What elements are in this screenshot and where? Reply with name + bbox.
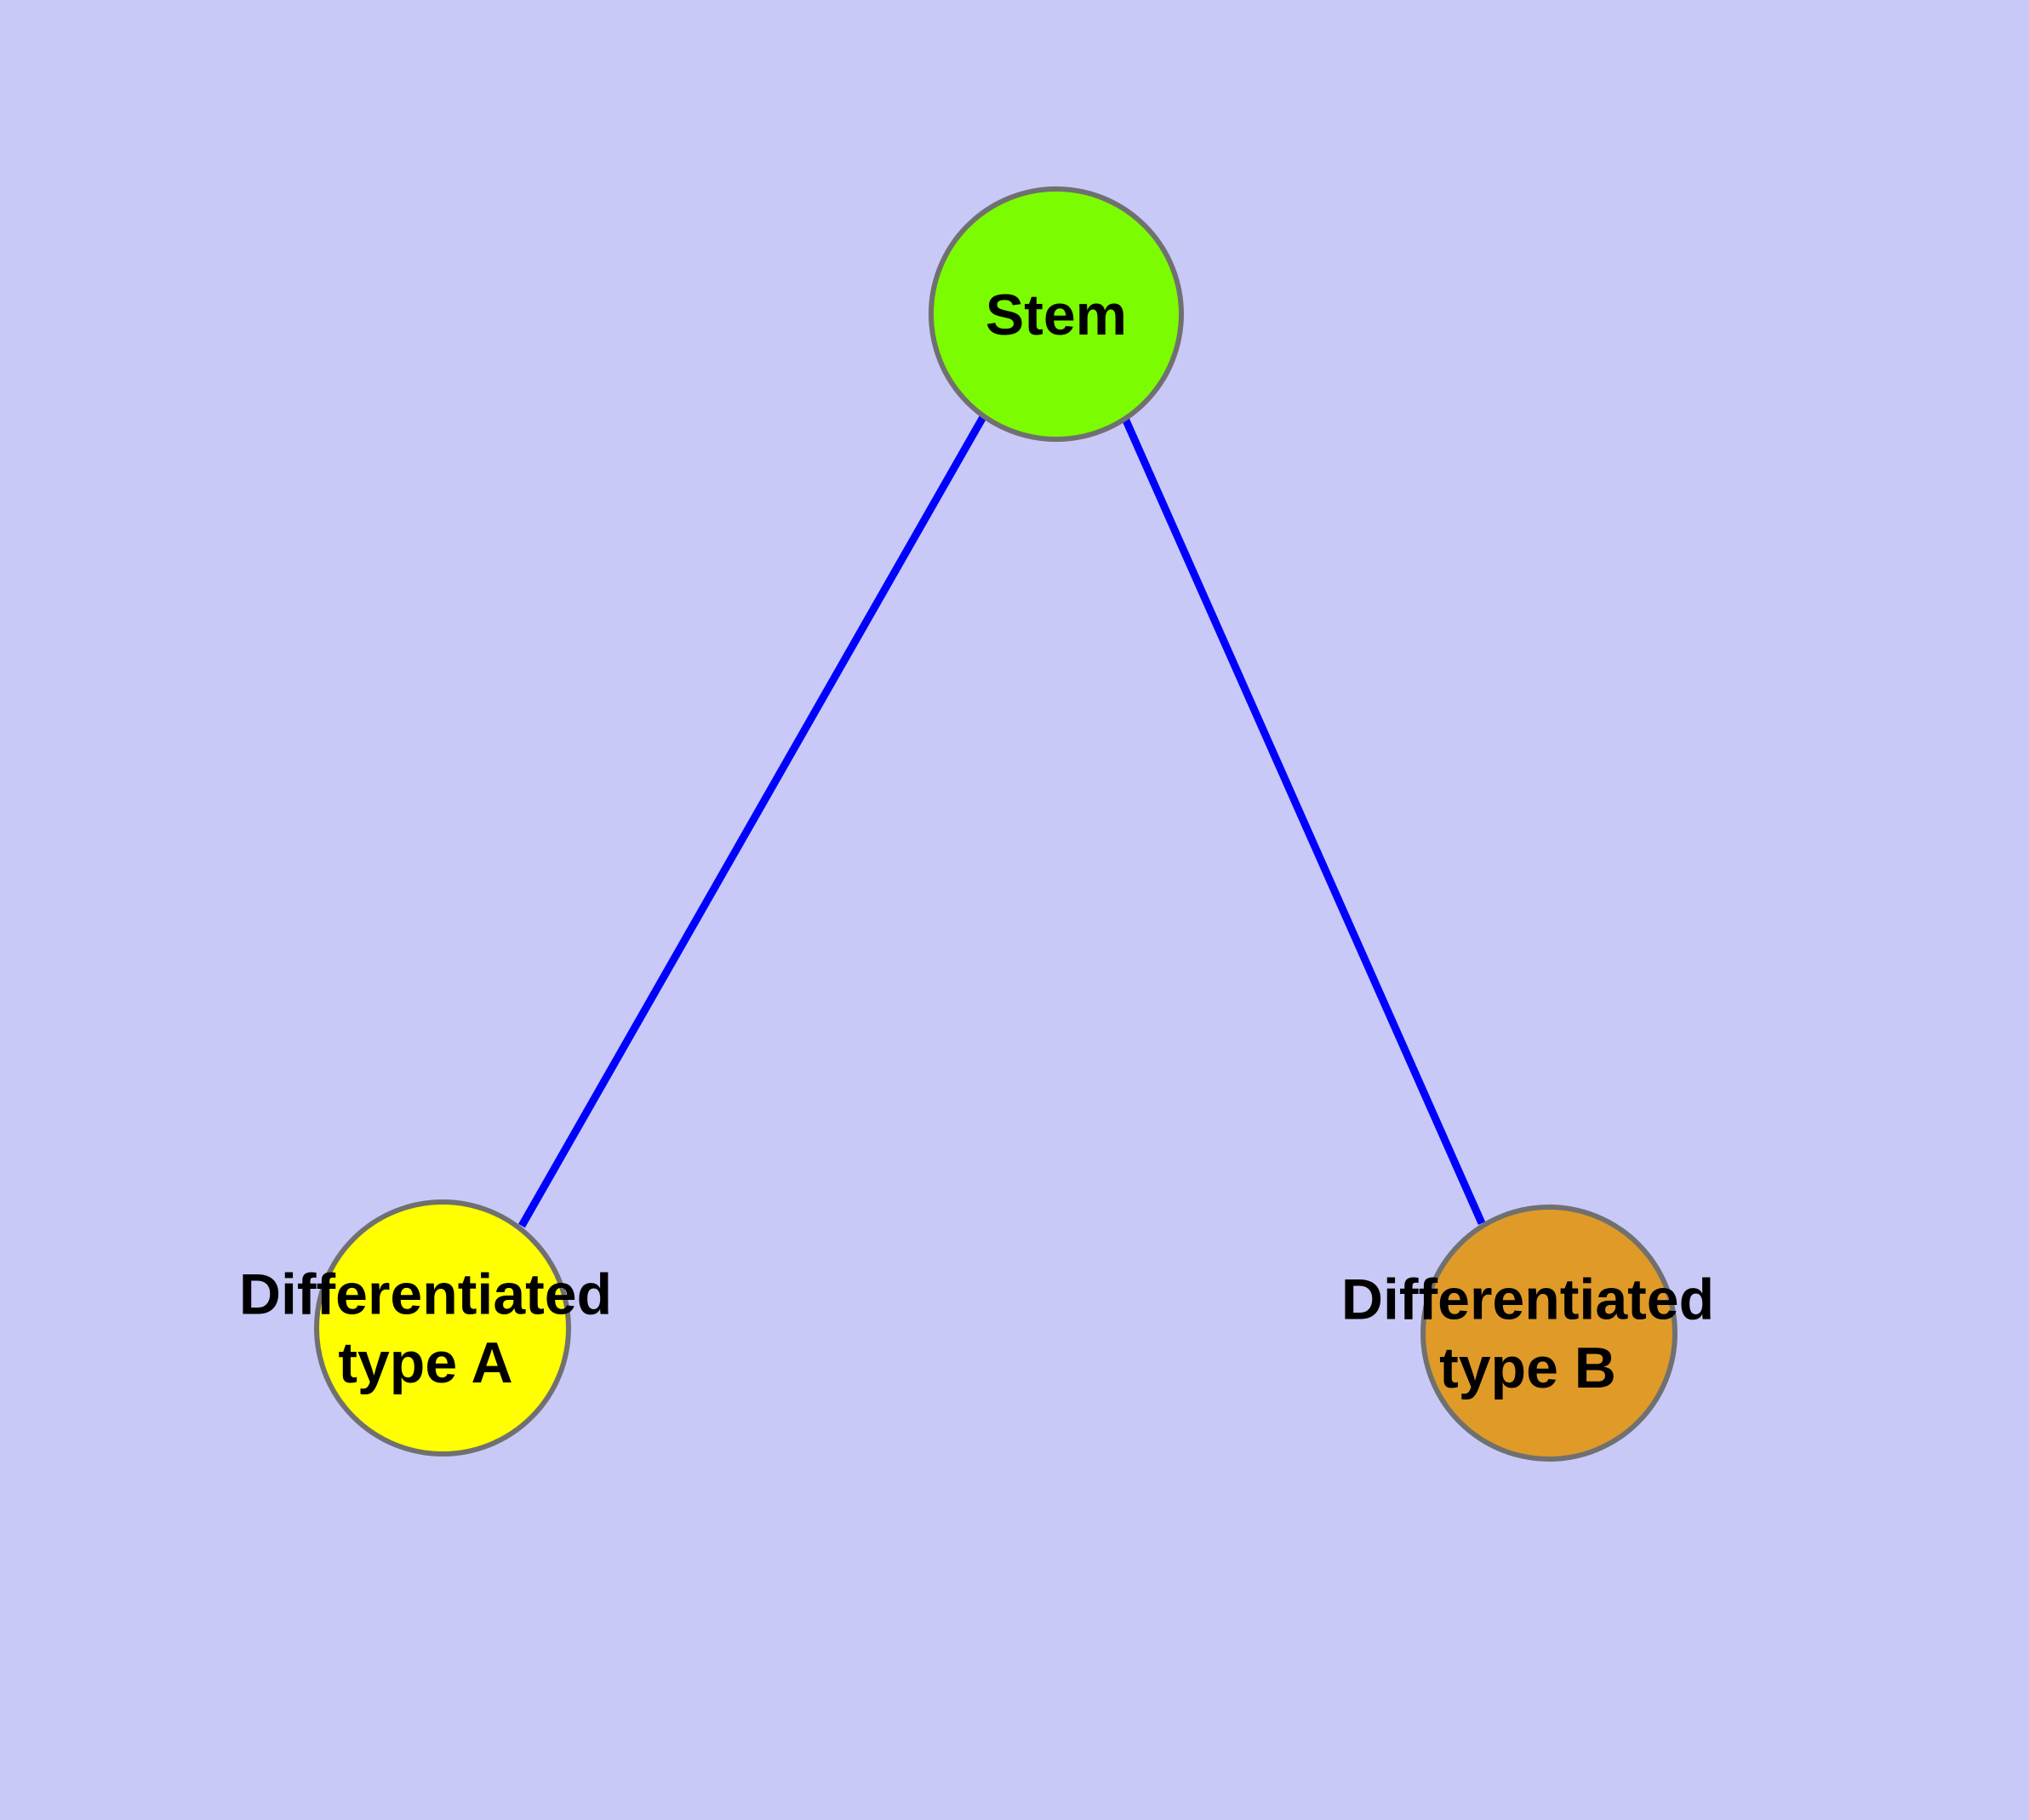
node-circle-diff-a[interactable]: [314, 1199, 571, 1457]
node-circle-diff-b[interactable]: [1420, 1205, 1677, 1462]
node-label-line: type B: [1439, 1336, 1616, 1400]
node-label-stem: Stem: [986, 283, 1127, 347]
edge-stem-to-diff-b[interactable]: [1119, 413, 1486, 1225]
node-label-line: Differentiated: [1341, 1268, 1714, 1332]
edges-layer: [518, 413, 1486, 1228]
edge-stem-to-diff-a[interactable]: [518, 415, 986, 1228]
node-circle-stem[interactable]: [929, 186, 1184, 442]
node-label-line: Stem: [986, 283, 1127, 347]
node-label-line: type A: [338, 1331, 512, 1395]
node-label-line: Differentiated: [239, 1262, 612, 1327]
nodes-layer: [314, 186, 1677, 1462]
